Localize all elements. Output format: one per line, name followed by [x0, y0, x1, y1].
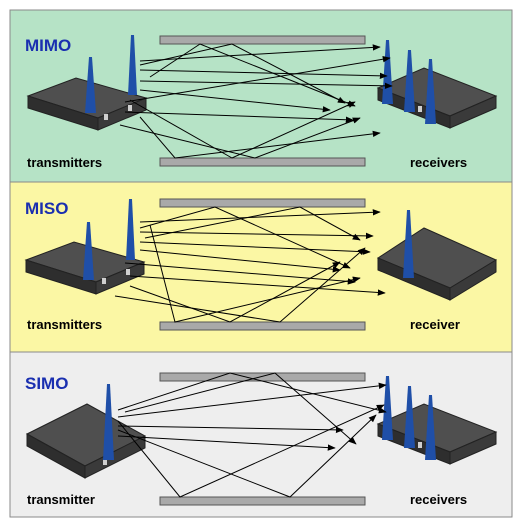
antenna-icon	[128, 35, 137, 95]
reflector-bottom	[159, 321, 366, 331]
reflector-top	[159, 198, 366, 208]
panel-simo-right-label: receivers	[410, 492, 467, 507]
transmitter-router-icon	[25, 384, 147, 479]
transmitter-router-icon	[26, 35, 148, 131]
reflector-bottom	[159, 157, 366, 167]
panel-mimo-title: MIMO	[25, 36, 71, 55]
panel-miso-left-label: transmitters	[27, 317, 102, 332]
antenna-icon	[404, 386, 415, 448]
panel-simo-title: SIMO	[25, 374, 68, 393]
reflector-bottom	[159, 496, 366, 506]
antenna-icon	[126, 199, 135, 260]
signal-paths	[114, 206, 386, 323]
receiver-router-icon	[376, 40, 498, 129]
signal-paths	[119, 43, 393, 159]
transmitter-router-icon	[24, 199, 146, 295]
panel-simo: SIMO transmitter receivers	[9, 351, 513, 518]
reflector-top	[159, 372, 366, 382]
receiver-router-icon	[376, 210, 498, 301]
antenna-icon	[425, 395, 436, 460]
reflector-top	[159, 35, 366, 45]
antenna-icon	[403, 210, 414, 278]
antenna-icon	[83, 222, 94, 280]
panel-miso-right-label: receiver	[410, 317, 460, 332]
antenna-icon	[382, 376, 393, 440]
signal-paths	[117, 372, 387, 498]
receiver-router-icon	[376, 376, 498, 465]
antenna-icon	[425, 59, 436, 124]
panel-mimo-left-label: transmitters	[27, 155, 102, 170]
panel-mimo-right-label: receivers	[410, 155, 467, 170]
antenna-icon	[85, 57, 96, 113]
panel-mimo: MIMO transmitters receivers	[9, 9, 513, 183]
panel-miso: MISO transmitters receiver	[9, 181, 513, 353]
antenna-icon	[404, 50, 415, 112]
antenna-icon	[103, 384, 114, 460]
panel-simo-left-label: transmitter	[27, 492, 95, 507]
panel-miso-title: MISO	[25, 199, 68, 218]
